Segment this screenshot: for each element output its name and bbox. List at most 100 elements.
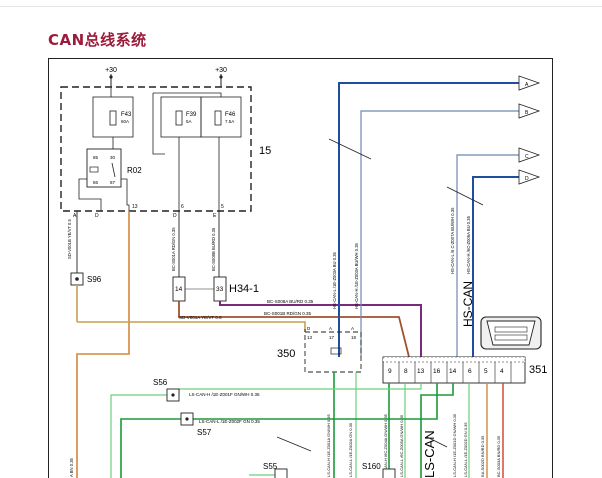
fuse-box-15: +30 +30 F43 60A F39 5A F46 7.5A 85 30 86… bbox=[60, 67, 271, 219]
fuse-f43-name: F43 bbox=[121, 112, 132, 118]
splice-s57-label: S57 bbox=[197, 428, 212, 437]
wire-label-hs-l-1: HS-CAN-L /1E-Z003A BU 0.35 bbox=[332, 251, 337, 309]
pin-label: 8 bbox=[404, 368, 408, 375]
relay-pin: 30 bbox=[110, 155, 116, 160]
twisted-pair-marker bbox=[276, 436, 312, 452]
relay-coil-icon bbox=[89, 166, 99, 173]
page-title: CAN总线系统 bbox=[48, 31, 147, 49]
fuse-f46-rating: 7.5A bbox=[225, 119, 234, 124]
splice-s55: S55 bbox=[263, 462, 288, 478]
pin-label: 18 bbox=[351, 335, 357, 340]
pin-label: 14 bbox=[175, 286, 183, 293]
offpage-arrow-d: D bbox=[518, 169, 541, 185]
splice-s57: S57 bbox=[180, 412, 212, 437]
fuse-f46-name: F46 bbox=[225, 112, 236, 118]
pin-label: 16 bbox=[433, 368, 441, 375]
wire-label-s008a: BC-S008A BU/RD 0.35 bbox=[267, 299, 314, 304]
connector-351: 9 8 13 16 14 6 5 4 351 bbox=[382, 356, 547, 384]
connector-h34-label: H34-1 bbox=[229, 283, 259, 295]
wire-label-ls-h-6c: LS-CAN-H /6C-Z004A GN/WH 0.35 bbox=[383, 413, 388, 477]
wiring-diagram: +30 +30 F43 60A F39 5A F46 7.5A 85 30 86… bbox=[48, 58, 553, 478]
pin-label: 14 bbox=[449, 368, 457, 375]
supply-label: +30 bbox=[215, 67, 227, 74]
module-chip-icon bbox=[330, 347, 342, 355]
pin-label: A bbox=[351, 326, 354, 331]
wire-hs-can-h-d bbox=[472, 176, 519, 357]
wire-ls-s56 bbox=[110, 394, 167, 478]
wire-label-hs-l-c: HS-CAN-L /6 C-Z007A BU/WH 0.35 bbox=[450, 207, 455, 274]
wire-label-hs-h-c: HS-CAN-H /6C-Z006A BU 0.35 bbox=[466, 215, 471, 274]
wire-label-ls-h-1: LS-CAN-H /1E-Z001A GN/WH 0.35 bbox=[326, 414, 331, 477]
pin-label: D bbox=[307, 326, 311, 331]
wire-hs-can-l-c bbox=[456, 154, 519, 357]
offpage-arrow-b: B bbox=[518, 103, 541, 119]
pin-label: 6 bbox=[181, 204, 184, 210]
pin-label: 13 bbox=[132, 204, 138, 210]
wire-label-s008b: BC-S008B BU/RD 0.35 bbox=[211, 227, 216, 271]
fuse-f43-rating: 60A bbox=[121, 119, 129, 124]
twisted-pair-marker bbox=[426, 436, 448, 448]
offpage-label: C bbox=[525, 154, 529, 160]
connector-h34-1: 14 33 H34-1 bbox=[172, 276, 259, 302]
fuse-box-id: 15 bbox=[259, 145, 271, 157]
pin-label: 13 bbox=[307, 335, 313, 340]
wire-ls-s57 bbox=[120, 418, 181, 478]
wire-label-v001b: SD-V001B YE/VT 0.5 bbox=[67, 218, 72, 259]
connector-351-label: 351 bbox=[529, 364, 547, 376]
module-350: D A A 13 17 18 350 bbox=[277, 326, 362, 373]
wire-hs-can-h-b bbox=[360, 110, 519, 357]
pin-label: A bbox=[73, 213, 77, 219]
ls-can-label: LS-CAN bbox=[422, 430, 437, 478]
hs-can-label: HS-CAN bbox=[461, 281, 475, 327]
relay-pin: 85 bbox=[93, 155, 99, 160]
wire-label-ls-l-gn: LS-CAN-L /1E-Z002F GN 0.35 bbox=[199, 419, 260, 424]
splice-s160: S160 bbox=[362, 462, 396, 478]
fuse-f39-rating: 5A bbox=[186, 119, 192, 124]
offpage-label: A bbox=[525, 82, 529, 88]
splice-s56: S56 bbox=[153, 378, 180, 402]
pin-label: D bbox=[95, 213, 99, 219]
relay-pin: 86 bbox=[93, 180, 99, 185]
relay-switch-icon bbox=[111, 162, 116, 178]
offpage-arrow-a: A bbox=[518, 75, 541, 91]
offpage-label: D bbox=[525, 176, 529, 182]
wire-label-ls-l-6c: LS-CAN-L /6C-Z005A GN/WH 0.35 bbox=[399, 414, 404, 477]
offpage-label: B bbox=[525, 110, 529, 116]
wire-s001b bbox=[178, 301, 410, 358]
pin-label: 17 bbox=[329, 335, 335, 340]
wire-label-bc-s003a: BC-S003A BN/RD 0.35 bbox=[496, 435, 501, 477]
wiring-diagram-svg: +30 +30 F43 60A F39 5A F46 7.5A 85 30 86… bbox=[60, 67, 547, 478]
pin-label: 33 bbox=[216, 286, 224, 293]
pin-label: 4 bbox=[500, 368, 504, 375]
pin-label: A bbox=[329, 326, 332, 331]
wire-s008a bbox=[219, 301, 422, 357]
pin-label: 13 bbox=[417, 368, 425, 375]
wire-bn-orange bbox=[76, 211, 130, 478]
splice-s55-label: S55 bbox=[263, 462, 278, 471]
splice-s56-label: S56 bbox=[153, 378, 168, 387]
fuse-f39-name: F39 bbox=[186, 112, 197, 118]
obd-connector-icon bbox=[480, 316, 542, 350]
wire-label-ls-h-gnwh: LS-CAN-H /1E-Z001F GN/WH 0.35 bbox=[189, 392, 260, 397]
wire-label-ls-gn-1e: LS-CAN-L /1E-Z002D GN 0.35 bbox=[463, 422, 468, 477]
splice-s160-label: S160 bbox=[362, 462, 381, 471]
pin-label: 5 bbox=[221, 204, 224, 210]
pin-label: 9 bbox=[388, 368, 392, 375]
twisted-pair-marker bbox=[446, 186, 484, 206]
pin-label: 6 bbox=[468, 368, 472, 375]
offpage-arrow-c: C bbox=[518, 147, 541, 163]
wire-label-hs-h-1: HS-CAN-H /1E-Z003A BU/WH 0.35 bbox=[354, 242, 359, 309]
relay-r02-label: R02 bbox=[127, 166, 142, 175]
twisted-pair-marker bbox=[328, 138, 372, 160]
splice-s96-label: S96 bbox=[87, 275, 102, 284]
relay-r02 bbox=[86, 148, 122, 188]
pin-label: D bbox=[173, 213, 177, 219]
relay-pin: 87 bbox=[110, 180, 116, 185]
pin-label: E bbox=[213, 213, 217, 219]
wire-ls-z001d bbox=[420, 383, 454, 478]
wire-v001a bbox=[77, 321, 306, 332]
wire-label-v001a: SD-V001A YE/VT 0.5 bbox=[179, 315, 222, 320]
wire-label-ls-gnwh-1e: LS-CAN-H /1E-Z001D GN/WH 0.35 bbox=[452, 413, 457, 477]
wire-label-s001b: BC-S001B RD/GN 0.35 bbox=[264, 311, 312, 316]
wire-label-ls-l-1: LS-CAN-L /1E-Z002A GN 0.35 bbox=[348, 422, 353, 477]
